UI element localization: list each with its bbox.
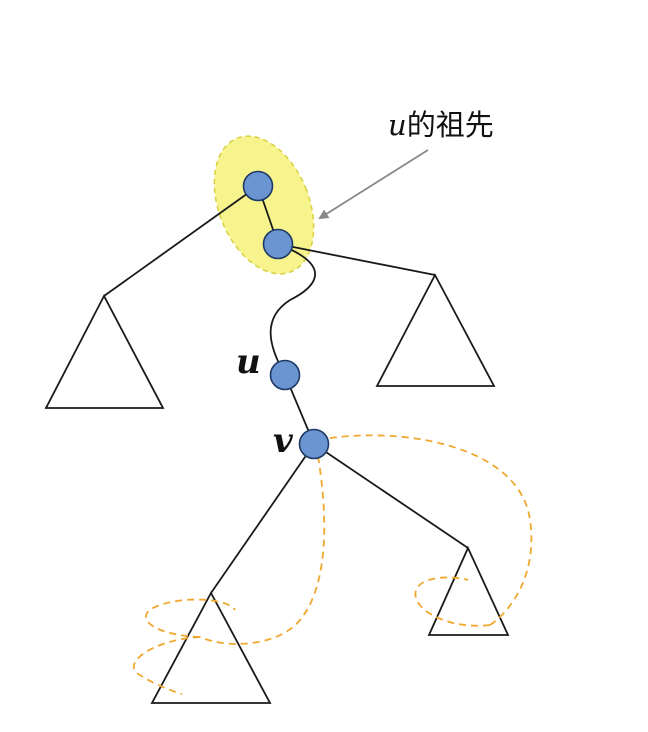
dashed-path-left-loop-2 bbox=[132, 636, 201, 695]
dashed-path-v-right bbox=[317, 434, 533, 626]
dashed-paths bbox=[132, 434, 533, 695]
path-child-to-u bbox=[269, 243, 316, 376]
tree-nodes bbox=[242, 170, 330, 460]
tree-edges bbox=[103, 185, 469, 594]
edge-v-right-subtree bbox=[313, 443, 469, 549]
v-left-subtree-triangle bbox=[150, 591, 272, 704]
dashed-path-right-loop bbox=[414, 576, 491, 627]
ancestor-text: 的祖先 bbox=[406, 108, 494, 142]
left-subtree-triangle bbox=[44, 294, 165, 409]
subtrees bbox=[44, 273, 510, 704]
ancestor-variable: u bbox=[388, 108, 407, 142]
root-ancestor-node bbox=[242, 170, 274, 202]
right-subtree-triangle bbox=[375, 273, 496, 387]
ancestor-child-node bbox=[262, 228, 294, 260]
node-u-label: u bbox=[236, 342, 261, 382]
edge-child-right-subtree bbox=[277, 243, 436, 276]
node-v-label: v bbox=[273, 421, 293, 461]
ancestor-annotation-label: u的祖先 bbox=[388, 102, 494, 144]
annotation-arrow bbox=[318, 149, 429, 220]
node-v bbox=[298, 428, 330, 460]
v-right-subtree-triangle bbox=[427, 545, 510, 636]
edge-root-left-subtree bbox=[103, 185, 259, 297]
edge-v-left-subtree bbox=[210, 443, 315, 594]
node-u bbox=[269, 359, 301, 391]
